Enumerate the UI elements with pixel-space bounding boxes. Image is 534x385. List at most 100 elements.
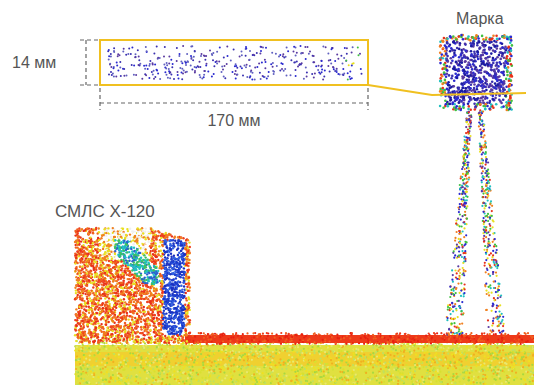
cloud-point — [269, 343, 271, 345]
cloud-point — [194, 359, 196, 361]
cloud-point — [192, 352, 194, 354]
cloud-point — [509, 352, 511, 354]
cloud-point — [476, 382, 478, 384]
cloud-point — [231, 354, 233, 356]
cloud-point — [492, 370, 494, 372]
cloud-point — [120, 361, 122, 363]
cloud-point — [187, 377, 189, 379]
cloud-point — [105, 355, 107, 357]
cloud-point — [445, 356, 447, 358]
cloud-point — [228, 349, 230, 351]
cloud-point — [203, 367, 205, 369]
cloud-point — [230, 371, 232, 373]
cloud-point — [329, 379, 331, 381]
cloud-point — [186, 362, 188, 364]
cloud-point — [223, 372, 225, 374]
cloud-point — [238, 351, 240, 353]
cloud-point — [202, 347, 204, 349]
cloud-point — [480, 360, 482, 362]
cloud-point — [452, 368, 454, 370]
cloud-point — [531, 364, 533, 366]
cloud-point — [103, 342, 105, 344]
cloud-point — [372, 366, 374, 368]
cloud-point — [291, 356, 293, 358]
cloud-point — [213, 353, 215, 355]
cloud-point — [531, 346, 533, 348]
cloud-point — [449, 362, 451, 364]
cloud-point — [387, 374, 389, 376]
cloud-point — [399, 362, 401, 364]
cloud-point — [251, 359, 253, 361]
cloud-point — [83, 357, 85, 359]
cloud-point — [207, 363, 209, 365]
cloud-point — [307, 347, 309, 349]
cloud-point — [388, 369, 390, 371]
cloud-point — [76, 371, 78, 373]
cloud-point — [487, 365, 489, 367]
cloud-point — [144, 369, 146, 371]
cloud-point — [435, 343, 437, 345]
cloud-point — [137, 362, 139, 364]
cloud-point — [353, 369, 355, 371]
cloud-point — [270, 366, 272, 368]
cloud-point — [304, 368, 306, 370]
cloud-point — [199, 343, 201, 345]
cloud-point — [446, 349, 448, 351]
cloud-point — [376, 349, 378, 351]
cloud-point — [297, 374, 299, 376]
cloud-point — [76, 378, 78, 380]
cloud-point — [371, 356, 373, 358]
cloud-point — [344, 350, 346, 352]
cloud-point — [474, 358, 476, 360]
cloud-point — [235, 351, 237, 353]
cloud-point — [221, 349, 223, 351]
cloud-point — [477, 349, 479, 351]
cloud-point — [459, 381, 461, 383]
cloud-point — [526, 345, 528, 347]
cloud-point — [465, 369, 467, 371]
cloud-point — [468, 349, 470, 351]
cloud-point — [309, 353, 311, 355]
cloud-point — [453, 375, 455, 377]
cloud-point — [347, 379, 349, 381]
cloud-point — [496, 365, 498, 367]
cloud-point — [338, 350, 340, 352]
cloud-point — [524, 379, 526, 381]
cloud-point — [120, 377, 122, 379]
cloud-point — [103, 348, 105, 350]
cloud-point — [437, 346, 439, 348]
cloud-point — [357, 358, 359, 360]
cloud-point — [475, 362, 477, 364]
cloud-point — [176, 348, 178, 350]
cloud-point — [301, 352, 303, 354]
cloud-point — [484, 355, 486, 357]
cloud-point — [182, 372, 184, 374]
cloud-point — [121, 355, 123, 357]
cloud-point — [465, 359, 467, 361]
cloud-point — [430, 381, 432, 383]
cloud-point — [428, 343, 430, 345]
cloud-point — [397, 364, 399, 366]
cloud-point — [431, 344, 433, 346]
cloud-point — [402, 360, 404, 362]
cloud-point — [427, 349, 429, 351]
ground-cloud — [74, 332, 534, 385]
cloud-point — [184, 350, 186, 352]
cloud-point — [132, 344, 134, 346]
cloud-point — [385, 351, 387, 353]
cloud-point — [380, 368, 382, 370]
cloud-point — [190, 353, 192, 355]
cloud-point — [167, 347, 169, 349]
cloud-point — [187, 371, 189, 373]
cloud-point — [169, 376, 171, 378]
cloud-point — [266, 346, 268, 348]
cloud-point — [303, 356, 305, 358]
cloud-point — [148, 353, 150, 355]
cloud-point — [480, 347, 482, 349]
cloud-point — [117, 350, 119, 352]
cloud-point — [242, 343, 244, 345]
cloud-point — [428, 353, 430, 355]
cloud-point — [328, 356, 330, 358]
cloud-point — [77, 375, 79, 377]
